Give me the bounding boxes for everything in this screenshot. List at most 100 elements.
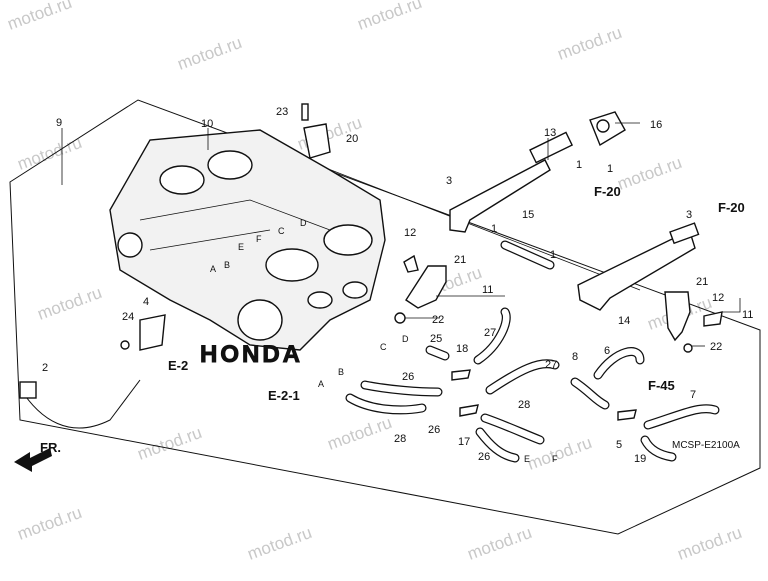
assembly-frame: [9, 99, 761, 535]
watermark-text: motod.ru: [15, 133, 85, 174]
joint-5: [617, 409, 637, 421]
watermark-text: motod.ru: [465, 523, 535, 564]
callout-1: 1: [576, 159, 582, 171]
joint-18: [451, 369, 471, 381]
hose-letter: C: [380, 342, 387, 352]
bolt-23: [301, 103, 309, 121]
callout-16: 16: [650, 119, 662, 131]
sensor: [303, 123, 331, 159]
hose-letter: D: [402, 334, 409, 344]
fuel-rail-upper: [449, 131, 574, 233]
callout-5: 5: [616, 439, 622, 451]
throttle-cable: [19, 379, 141, 429]
callout-26: 26: [428, 424, 440, 436]
throttle-port: [342, 281, 368, 299]
throttle-linkage: [149, 229, 271, 251]
callout-3: 3: [686, 209, 692, 221]
watermark-text: motod.ru: [555, 23, 625, 64]
hose-letter: B: [338, 367, 344, 377]
callout-21: 21: [454, 254, 466, 266]
watermark-text: motod.ru: [175, 33, 245, 74]
front-arrow-icon: [14, 448, 52, 472]
callout-1: 1: [491, 223, 497, 235]
watermark-text: motod.ru: [35, 283, 105, 324]
watermark-text: motod.ru: [245, 523, 315, 564]
honda-logo: HONDA: [200, 341, 303, 368]
clip-12: [403, 254, 419, 273]
ref-e2-1: E-2-1: [268, 388, 300, 403]
callout-26: 26: [402, 371, 414, 383]
callout-27: 27: [484, 327, 496, 339]
injector-right: [664, 291, 693, 353]
watermark-text: motod.ru: [135, 423, 205, 464]
callout-14: 14: [618, 315, 630, 327]
throttle-port: [307, 291, 333, 309]
callout-12: 12: [404, 227, 416, 239]
callout-15: 15: [522, 209, 534, 221]
callout-2: 2: [42, 362, 48, 374]
callouts: 9 10 23 20 13 16 1 1 3 3 15 1 1 12 21 11…: [42, 106, 753, 465]
o-ring: [683, 343, 693, 353]
callout-4: 4: [143, 296, 149, 308]
throttle-bore: [159, 165, 205, 195]
callout-22: 22: [432, 314, 444, 326]
body-letter: F: [256, 234, 262, 244]
callout-27: 27: [545, 359, 557, 371]
ref-f20-left: F-20: [594, 184, 621, 199]
body-letter: D: [300, 218, 307, 228]
watermark-text: motod.ru: [355, 0, 425, 34]
throttle-bore: [207, 150, 253, 180]
hose-letter: E: [524, 454, 530, 464]
callout-3: 3: [446, 175, 452, 187]
sub-frame: [299, 157, 641, 291]
bolt-24: [120, 340, 130, 350]
body-letter: A: [210, 264, 216, 274]
callout-25: 25: [430, 333, 442, 345]
throttle-pulley: [237, 299, 283, 341]
diagram-code: MCSP-E2100A: [672, 440, 740, 451]
callout-19: 19: [634, 453, 646, 465]
rail-end: [669, 222, 700, 245]
callout-13: 13: [544, 127, 556, 139]
throttle-boss: [117, 232, 143, 258]
callout-22: 22: [710, 341, 722, 353]
hose-letter: F: [552, 454, 558, 464]
bracket: [139, 314, 166, 351]
fuel-rail-lower: [577, 222, 700, 311]
section-references: E-2 E-2-1 F-20 F-20 F-45: [168, 184, 745, 403]
body-letter: B: [224, 260, 230, 270]
leader-lines: [61, 122, 741, 347]
callout-21: 21: [696, 276, 708, 288]
callout-28: 28: [518, 399, 530, 411]
callout-10: 10: [201, 118, 213, 130]
callout-17: 17: [458, 436, 470, 448]
ref-e2: E-2: [168, 358, 188, 373]
watermark-text: motod.ru: [325, 413, 395, 454]
watermark-text: motod.ru: [675, 523, 745, 564]
body-letter: C: [278, 226, 285, 236]
throttle-bore: [323, 224, 373, 256]
callout-1: 1: [607, 163, 613, 175]
body-letter: E: [238, 242, 244, 252]
throttle-linkage: [139, 199, 331, 231]
injector-left: [394, 265, 447, 324]
ref-f20-right: F-20: [718, 200, 745, 215]
o-ring: [394, 312, 406, 324]
callout-8: 8: [572, 351, 578, 363]
front-arrow: FR.: [14, 440, 61, 472]
rail-body: [449, 159, 551, 233]
joint-17: [459, 404, 479, 417]
callout-9: 9: [56, 117, 62, 129]
callout-18: 18: [456, 343, 468, 355]
callout-23: 23: [276, 106, 288, 118]
hose-letter: A: [318, 379, 324, 389]
front-label: FR.: [40, 440, 61, 455]
callout-7: 7: [690, 389, 696, 401]
clip-12: [703, 311, 723, 327]
port-letters: A B E F C D D C B A E F: [210, 218, 558, 464]
callout-6: 6: [604, 345, 610, 357]
cable-end: [19, 381, 37, 399]
ref-f45: F-45: [648, 378, 675, 393]
vacuum-hoses: [345, 307, 720, 463]
